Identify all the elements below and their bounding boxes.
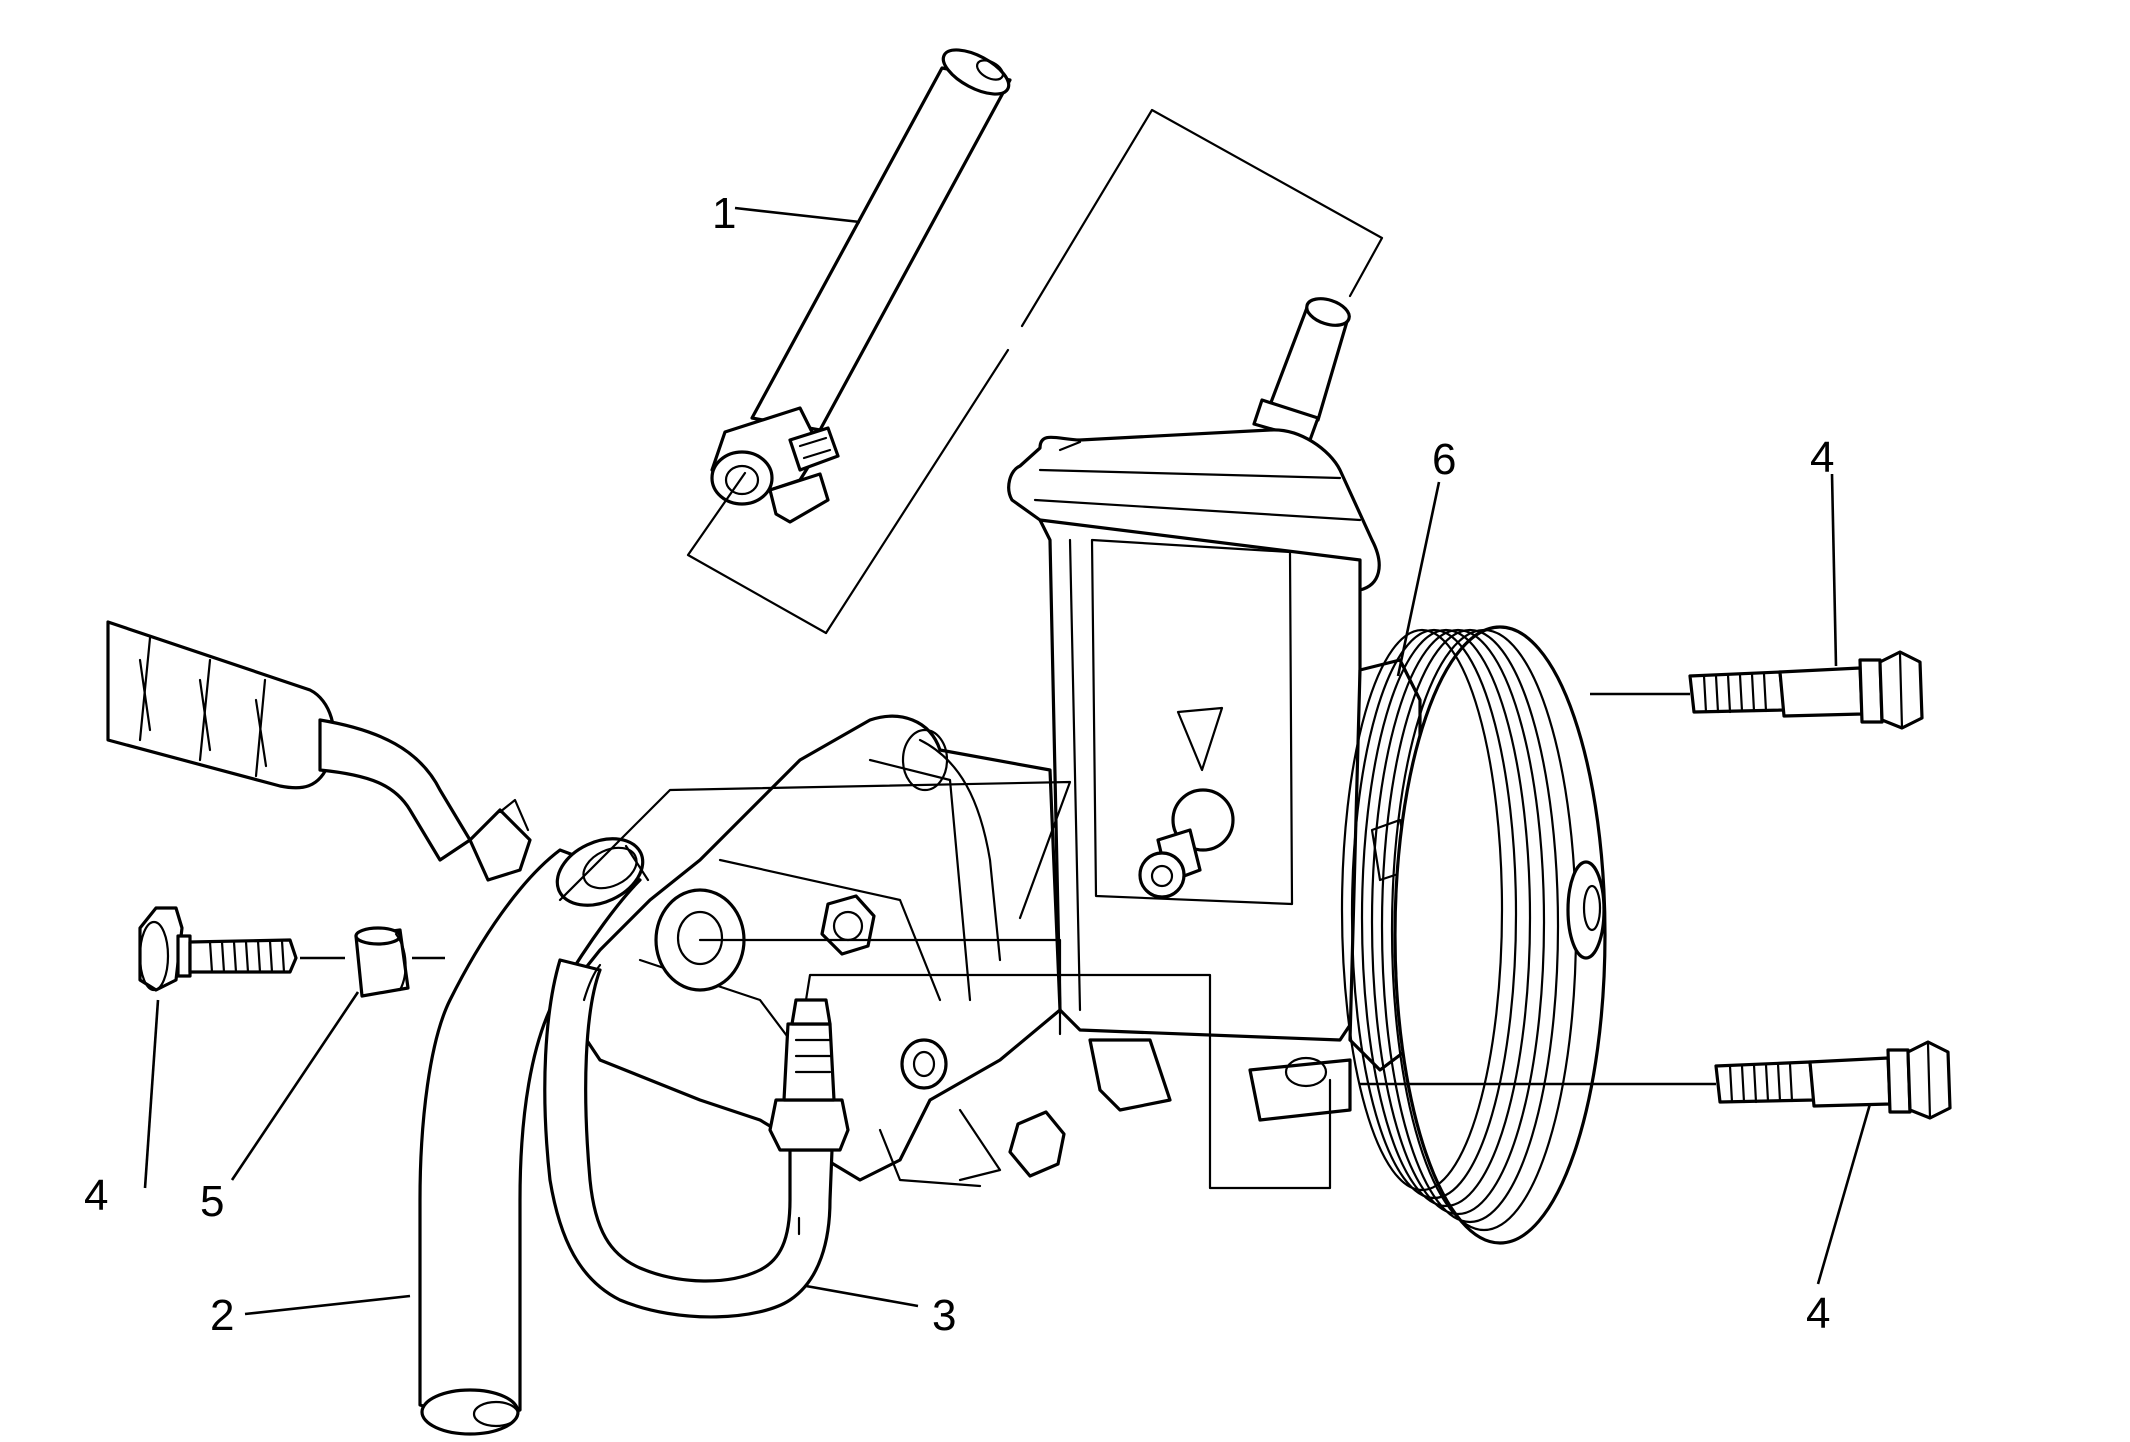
supply-hose-part-2	[106, 620, 650, 1436]
bolt-part-4-upper-right	[1590, 650, 1924, 730]
callout-5: 5	[200, 1177, 224, 1226]
callout-labels: 1 2 3 4 5 6 4 4	[84, 189, 1834, 1340]
pressure-line-part-3	[543, 958, 850, 1319]
callout-4-left: 4	[84, 1171, 108, 1220]
bolt-part-4-lower-right	[1360, 1040, 1952, 1120]
pump-reservoir-part-6	[1007, 297, 1422, 1122]
callout-leaders	[143, 206, 1872, 1316]
inlet-hose-part-1	[710, 48, 1012, 524]
callout-1: 1	[712, 189, 736, 238]
pressure-line-connection-bracket	[558, 780, 1332, 1190]
pump-pulley	[1340, 625, 1607, 1245]
spacer-part-5	[354, 926, 445, 998]
callout-6: 6	[1432, 435, 1456, 484]
hose-1-connection-bracket	[686, 108, 1384, 635]
bolt-part-4-left	[138, 906, 345, 992]
callout-3: 3	[932, 1291, 956, 1340]
callout-4-upper-right: 4	[1810, 433, 1834, 482]
callout-4-lower-right: 4	[1806, 1289, 1830, 1338]
callout-2: 2	[210, 1291, 234, 1340]
